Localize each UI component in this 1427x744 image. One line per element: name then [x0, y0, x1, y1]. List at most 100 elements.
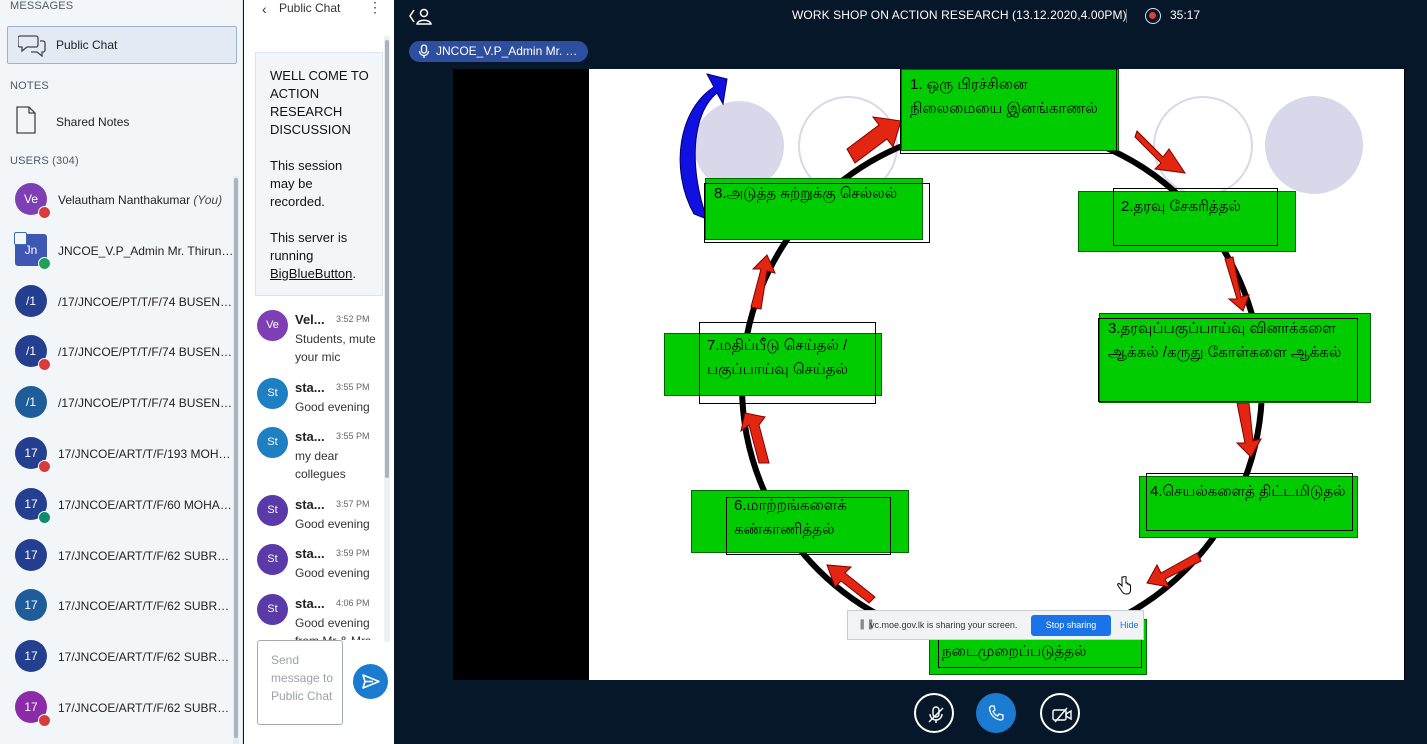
public-chat-item[interactable]: Public Chat: [7, 26, 237, 64]
shared-notes-item[interactable]: Shared Notes: [0, 104, 243, 140]
document-icon: [16, 106, 36, 134]
user-name-text: 17/JNCOE/ART/T/F/62 SUBRAMANIAM: [58, 650, 234, 665]
phone-icon: [988, 705, 1004, 721]
message-time: 3:55 PM: [336, 382, 370, 392]
step-3-box: 3.தரவுப்பகுப்பாய்வு வினாக்களை ஆக்கல் /கர…: [1098, 313, 1371, 403]
decor-circle-1: [694, 101, 784, 191]
welcome-line-3: This server is running BigBlueButton.: [270, 229, 370, 283]
user-name: JNCOE_V.P_Admin Mr. Thirunavukkarasu: [58, 244, 234, 258]
presentation-area[interactable]: 1. ஒரு பிரச்சினை நிலைமையை இனங்காணல் 2.தர…: [453, 69, 1405, 680]
welcome-line-1: WELL COME TO ACTION RESEARCH DISCUSSION: [270, 68, 369, 137]
public-chat-label: Public Chat: [56, 38, 118, 52]
message-text: Good evening from Mr & Mrs: [295, 616, 371, 640]
user-name: /17/JNCOE/PT/T/F/74 BUSENDHIRAN: [58, 345, 234, 359]
welcome-line-3-suffix: .: [352, 266, 357, 281]
step-2-box: 2.தரவு சேகரித்தல்: [1078, 188, 1296, 252]
chat-message: St sta... 3:55 PM Good evening: [244, 378, 384, 438]
user-name-text: /17/JNCOE/PT/T/F/74 BUSENDHIRAN: [58, 396, 234, 411]
avatar: St: [257, 544, 288, 575]
message-time: 3:52 PM: [336, 314, 370, 324]
message-time: 4:06 PM: [336, 598, 370, 608]
shared-notes-label: Shared Notes: [56, 115, 130, 129]
send-button[interactable]: [353, 664, 388, 699]
message-sender: sta...: [295, 497, 325, 512]
user-list-scrollbar[interactable]: [233, 176, 239, 744]
talker-name: JNCOE_V.P_Admin Mr. Thirunavukkarasu: [436, 44, 584, 58]
user-name: 17/JNCOE/ART/T/F/62 SUBRAMANIAM: [58, 650, 234, 664]
chat-scrollbar[interactable]: [384, 36, 390, 642]
message-sender: sta...: [295, 380, 325, 395]
drag-grip-icon[interactable]: ❚❚: [858, 619, 875, 630]
message-time: 3:59 PM: [336, 548, 370, 558]
share-webcam-button[interactable]: [1040, 693, 1080, 733]
screen-share-bar: ❚❚ vc.moe.gov.lk is sharing your screen.…: [847, 610, 1144, 640]
hide-button[interactable]: Hide: [1120, 620, 1139, 630]
talking-indicator[interactable]: JNCOE_V.P_Admin Mr. Thirunavukkarasu: [409, 41, 588, 62]
user-list-scrollbar-thumb[interactable]: [234, 178, 238, 738]
user-name: /17/JNCOE/PT/T/F/74 BUSENDHIRAN: [58, 295, 234, 309]
step-4-text: 4.செயல்களைத் திட்டமிடுதல்: [1150, 483, 1346, 500]
step-1-frame: [900, 69, 1117, 154]
bigbluebutton-link[interactable]: BigBlueButton: [270, 266, 353, 281]
recording-indicator-icon[interactable]: [1145, 8, 1161, 24]
user-row[interactable]: /1/17/JNCOE/PT/T/F/74 BUSENDHIRAN: [0, 278, 234, 328]
message-sender: sta...: [295, 546, 325, 561]
message-text: Good evening: [295, 400, 370, 414]
avatar: Ve: [15, 183, 47, 215]
step-7-frame: [699, 322, 876, 404]
message-sender: Vel...: [295, 312, 325, 327]
notes-section-title: NOTES: [10, 80, 49, 92]
chat-back-button[interactable]: Public Chat: [279, 1, 341, 15]
user-row[interactable]: 17 17/JNCOE/ART/T/F/62 SUBRAMANIAM: [0, 532, 234, 582]
users-section-title: USERS (304): [10, 155, 79, 167]
avatar: /1: [15, 386, 47, 419]
welcome-line-2: This session may be recorded.: [270, 158, 343, 209]
step-1-text: 1. ஒரு பிரச்சினை நிலைமையை இனங்காணல்: [910, 76, 1098, 117]
step-1-box: 1. ஒரு பிரச்சினை நிலைமையை இனங்காணல்: [900, 69, 1119, 154]
message-text: my dear collegues: [295, 449, 346, 481]
chevron-left-icon[interactable]: ‹: [262, 1, 267, 17]
message-input[interactable]: Send message to Public Chat: [257, 640, 343, 725]
user-name: 17/JNCOE/ART/T/F/62 SUBRAMANIAM: [58, 599, 234, 613]
user-name-text: 17/JNCOE/ART/T/F/62 SUBRAMANIAM: [58, 701, 234, 715]
you-label: (You): [193, 193, 223, 207]
leave-audio-button[interactable]: [976, 693, 1016, 733]
screen-share-message: vc.moe.gov.lk is sharing your screen.: [870, 620, 1018, 630]
more-options-icon[interactable]: ⋮: [368, 0, 382, 15]
camera-off-icon: [1052, 707, 1072, 723]
message-sender: sta...: [295, 429, 325, 444]
microphone-muted-icon: [38, 358, 51, 372]
user-name: 17/JNCOE/ART/T/F/62 SUBRAMANIAM: [58, 549, 234, 563]
user-row[interactable]: /1/17/JNCOE/PT/T/F/74 BUSENDHIRAN: [0, 379, 234, 429]
message-time: 3:57 PM: [336, 499, 370, 509]
toggle-user-list-icon[interactable]: [408, 6, 432, 26]
microphone-muted-icon: [38, 206, 51, 219]
stop-sharing-button[interactable]: Stop sharing: [1031, 615, 1111, 636]
cycle-arrows: [740, 116, 1262, 604]
avatar: St: [257, 378, 288, 409]
microphone-muted-icon: [38, 460, 51, 473]
welcome-message: WELL COME TO ACTION RESEARCH DISCUSSION …: [255, 52, 383, 296]
chat-scrollbar-thumb[interactable]: [385, 40, 389, 478]
step-2-frame: [1113, 188, 1278, 246]
hand-cursor-icon: [1117, 576, 1131, 595]
avatar: /1: [15, 284, 47, 317]
unmute-button[interactable]: [914, 693, 954, 733]
user-row[interactable]: /1/17/JNCOE/PT/T/F/74 BUSENDHIRAN: [0, 328, 234, 378]
avatar: 17: [15, 538, 47, 571]
decor-circle-3: [1153, 96, 1253, 196]
step-6-frame: [726, 497, 891, 555]
meeting-title: WORK SHOP ON ACTION RESEARCH (13.12.2020…: [792, 8, 1127, 22]
welcome-line-3-prefix: This server is running: [270, 230, 348, 263]
user-name-text: 17/JNCOE/ART/T/F/62 SUBRAMANIAM: [58, 548, 234, 563]
